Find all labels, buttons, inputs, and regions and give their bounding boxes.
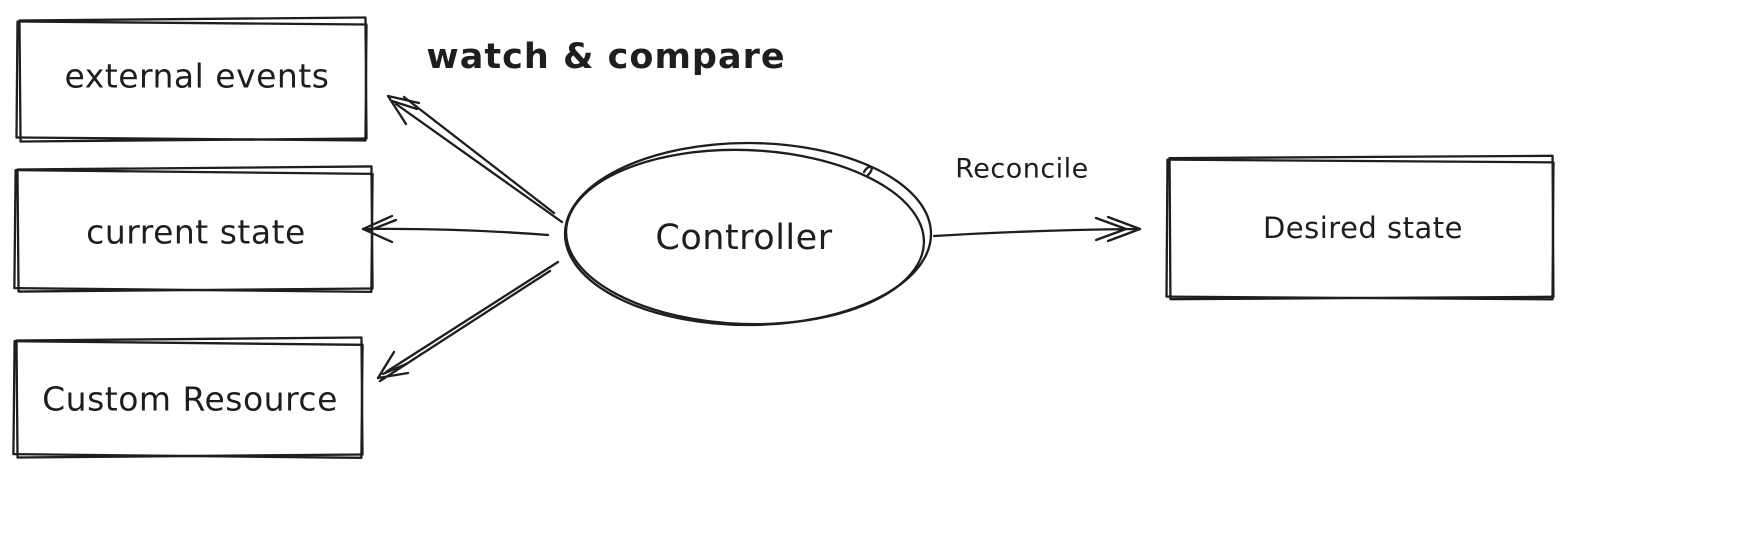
- edge-label-reconcile: Reconcile: [955, 153, 1089, 185]
- node-label-current-state: current state: [86, 212, 306, 252]
- arrow-controller-to-custom-resource: [376, 260, 560, 383]
- arrow-controller-to-current-state: [361, 214, 550, 244]
- node-label-desired-state: Desired state: [1262, 211, 1464, 245]
- node-label-external-events: external events: [64, 56, 330, 96]
- node-shape-custom-resource: [12, 336, 364, 459]
- node-shape-desired-state: [1165, 154, 1555, 301]
- node-label-custom-resource: Custom Resource: [42, 379, 338, 419]
- edge-label-watch-compare: watch & compare: [426, 37, 786, 77]
- node-shape-controller: [563, 141, 933, 327]
- arrow-controller-to-desired-state: [932, 215, 1142, 243]
- node-label-controller: Controller: [655, 218, 833, 258]
- node-shape-external-events: [15, 16, 368, 143]
- arrow-controller-to-external-events: [386, 94, 564, 224]
